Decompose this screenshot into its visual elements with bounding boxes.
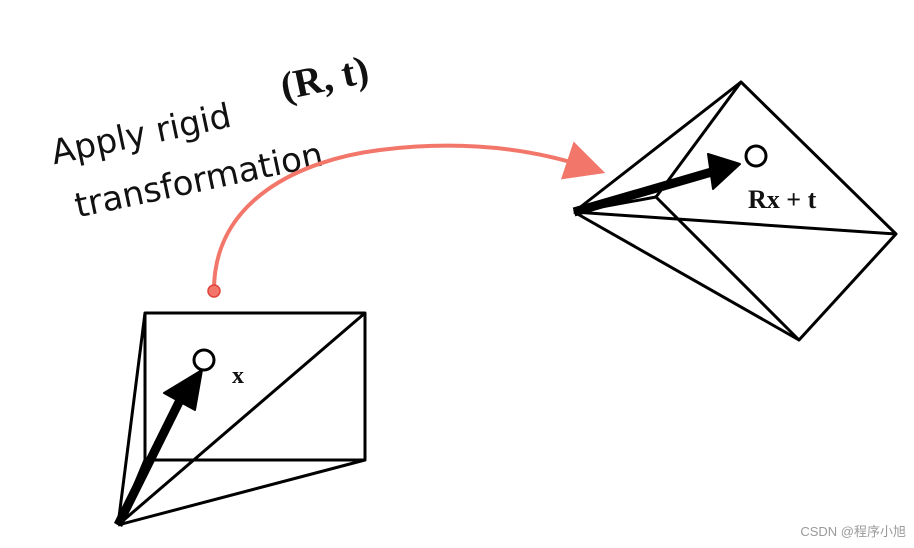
source-ray-4: [117, 311, 366, 527]
watermark: CSDN @程序小旭: [800, 524, 906, 539]
target-ray-3: [573, 210, 800, 342]
source-point-circle: [192, 348, 216, 372]
transformation-arrow: [207, 141, 606, 298]
target-ray-2: [573, 210, 897, 236]
target-camera: [572, 80, 898, 342]
target-ray-1: [573, 80, 742, 214]
target-vector-head: [707, 153, 741, 190]
caption-line1-math: (R, t): [276, 46, 372, 108]
source-ray-3: [117, 458, 366, 527]
source-camera: [113, 311, 367, 528]
source-vector-shaft: [113, 389, 189, 528]
target-vector-shaft: [572, 166, 717, 217]
curved-arrow-path: [212, 141, 606, 292]
target-point-circle: [744, 144, 768, 168]
source-vector-head: [163, 369, 203, 411]
arrow-start-dot: [207, 284, 221, 298]
target-point-label: Rx + t: [748, 185, 817, 214]
caption: Apply rigid (R, t) transformation: [48, 46, 373, 226]
source-point-label: x: [232, 363, 244, 389]
source-ray-1: [116, 312, 147, 526]
